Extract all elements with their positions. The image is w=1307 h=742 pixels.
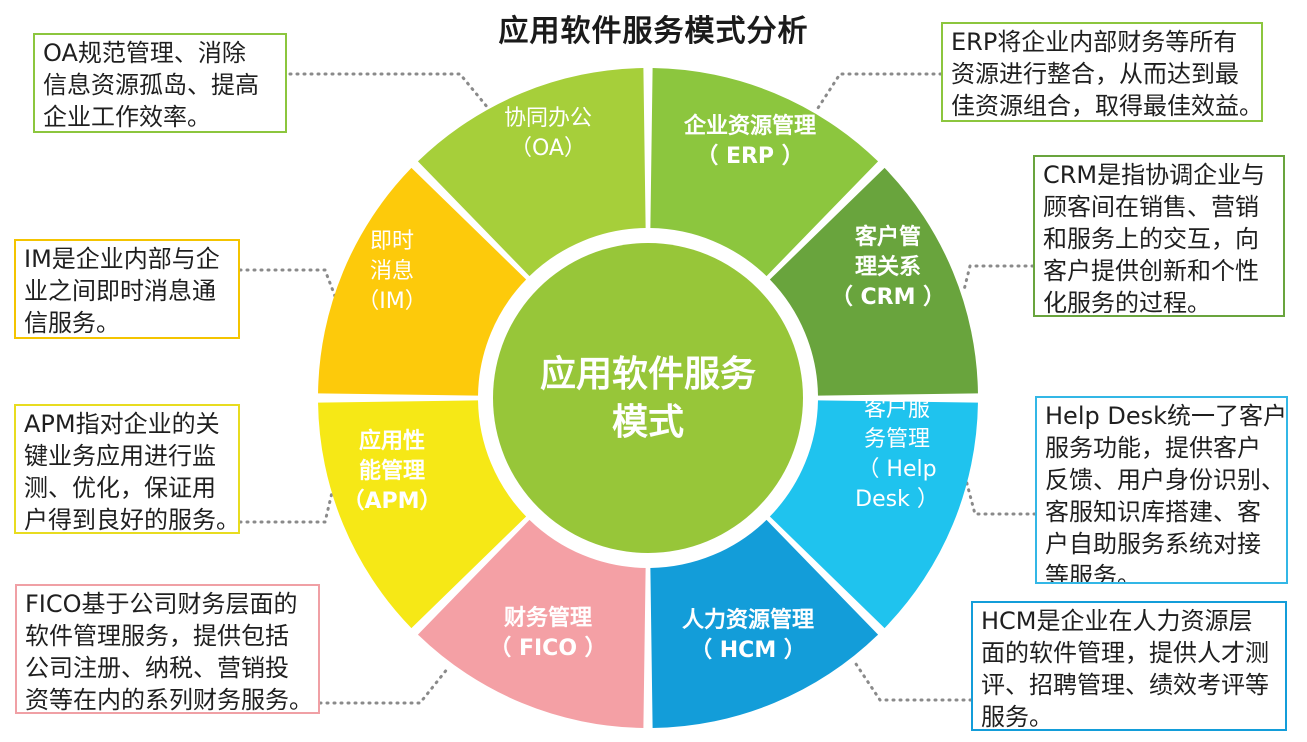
description-line: 等服务。	[1045, 562, 1141, 584]
description-line: 反馈、用户身份识别、	[1045, 466, 1285, 494]
description-oa: OA规范管理、消除信息资源孤岛、提高企业工作效率。	[33, 33, 287, 133]
description-line: 客服知识库搭建、客	[1045, 498, 1261, 526]
center-hub: 应用软件服务模式	[493, 243, 803, 553]
description-line: APM指对企业的关	[24, 410, 220, 438]
description-line: 服务。	[981, 703, 1053, 731]
connector-line	[238, 482, 336, 524]
connector-line	[318, 666, 450, 705]
segment-label-help: （ Help	[857, 457, 936, 482]
segment-fico	[417, 519, 646, 728]
segment-im	[318, 167, 527, 396]
segment-label-fico: 财务管理	[504, 605, 592, 631]
description-help-desk: Help Desk统一了客户服务功能，提供客户反馈、用户身份识别、客服知识库搭建…	[1035, 396, 1288, 584]
description-line: 面的软件管理，提供人才测	[981, 639, 1269, 667]
center-label: 模式	[612, 402, 684, 443]
description-crm: CRM是指协调企业与顾客间在销售、营销和服务上的交互，向客户提供创新和个性化服务…	[1033, 155, 1285, 317]
connector-line	[288, 72, 490, 110]
center-label: 应用软件服务	[540, 354, 756, 395]
description-line: IM是企业内部与企	[24, 245, 220, 273]
description-line: 户得到良好的服务。	[24, 506, 240, 534]
segment-label-apm: 能管理	[359, 458, 425, 484]
segment-erp	[650, 68, 879, 277]
description-im: IM是企业内部与企业之间即时消息通信服务。	[14, 239, 240, 339]
description-line: 资等在内的系列财务服务。	[25, 686, 313, 714]
segment-label-erp: 企业资源管理	[683, 113, 816, 139]
description-line: 服务功能，提供客户	[1045, 434, 1261, 462]
description-fico: FICO基于公司财务层面的软件管理服务，提供包括公司注册、纳税、营销投资等在内的…	[15, 584, 320, 714]
description-line: HCM是企业在人力资源层	[981, 607, 1253, 635]
connector-line	[854, 662, 973, 702]
segment-label-oa: 协同办公	[504, 106, 592, 131]
description-line: 和服务上的交互，向	[1043, 225, 1259, 253]
segment-label-crm: 客户管	[855, 224, 921, 250]
segment-label-help: 客户服	[864, 397, 930, 422]
segment-label-apm: 应用性	[359, 428, 425, 454]
description-line: Help Desk统一了客户	[1045, 402, 1287, 430]
segment-label-hcm: 人力资源管理	[682, 607, 814, 633]
connector-line	[816, 72, 943, 110]
description-line: CRM是指协调企业与	[1043, 161, 1266, 189]
segment-label-apm: （APM）	[342, 489, 441, 514]
description-line: 户自助服务系统对接	[1045, 530, 1261, 558]
description-line: 顾客间在销售、营销	[1043, 193, 1259, 221]
segment-label-crm: 理关系	[855, 255, 921, 280]
segment-hcm	[650, 519, 879, 728]
segment-label-oa: （OA）	[510, 136, 586, 161]
segment-label-help: Desk ）	[855, 487, 939, 512]
description-line: 公司注册、纳税、营销投	[25, 654, 289, 682]
description-line: 业之间即时消息通	[24, 277, 216, 305]
description-line: 键业务应用进行监	[24, 442, 216, 470]
description-line: 化服务的过程。	[1043, 289, 1211, 317]
description-line: 企业工作效率。	[43, 103, 211, 131]
segment-label-help: 务管理	[864, 427, 930, 452]
connector-line	[962, 264, 1035, 292]
center-circle	[493, 243, 803, 553]
description-line: 资源进行整合，从而达到最	[951, 60, 1239, 88]
description-line: ERP将企业内部财务等所有	[951, 28, 1238, 56]
description-line: 佳资源组合，取得最佳效益。	[951, 92, 1263, 120]
description-erp: ERP将企业内部财务等所有资源进行整合，从而达到最佳资源组合，取得最佳效益。	[941, 22, 1263, 122]
segment-label-im: （IM）	[357, 289, 426, 314]
page-title: 应用软件服务模式分析	[498, 14, 809, 49]
description-line: 信息资源孤岛、提高	[43, 71, 259, 99]
description-line: 软件管理服务，提供包括	[25, 622, 289, 650]
description-line: OA规范管理、消除	[43, 39, 246, 67]
segment-help	[769, 400, 978, 629]
description-hcm: HCM是企业在人力资源层面的软件管理，提供人才测评、招聘管理、绩效考评等服务。	[971, 601, 1287, 731]
segment-crm	[769, 167, 978, 396]
description-line: 测、优化，保证用	[24, 474, 216, 502]
description-apm: APM指对企业的关键业务应用进行监测、优化，保证用户得到良好的服务。	[14, 404, 240, 534]
segment-label-fico: （ FICO ）	[489, 636, 606, 661]
segment-label-im: 即时	[370, 229, 414, 254]
segment-label-crm: （ CRM ）	[831, 285, 945, 310]
segment-oa	[417, 68, 646, 277]
segment-apm	[318, 400, 527, 629]
description-line: 信服务。	[24, 309, 120, 337]
description-line: 客户提供创新和个性	[1043, 257, 1259, 285]
segment-label-im: 消息	[370, 259, 414, 284]
description-line: FICO基于公司财务层面的	[25, 590, 298, 618]
description-line: 评、招聘管理、绩效考评等	[981, 671, 1269, 699]
connector-line	[238, 268, 340, 306]
segment-label-erp: （ ERP ）	[696, 144, 803, 169]
segment-label-hcm: （ HCM ）	[690, 638, 806, 663]
connector-lines	[238, 72, 1037, 705]
connector-line	[964, 478, 1037, 516]
